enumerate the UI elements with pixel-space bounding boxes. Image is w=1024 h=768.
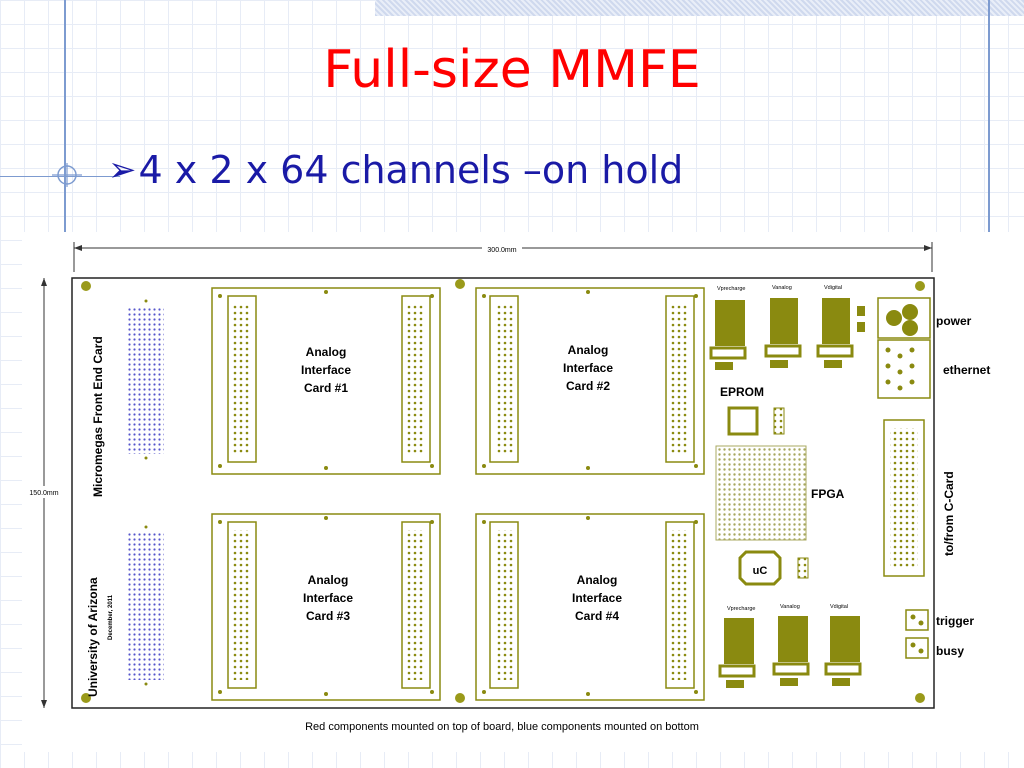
- card-4-line-3: Card #4: [575, 609, 619, 623]
- bullet-text: 4 x 2 x 64 channels –on hold: [138, 148, 684, 192]
- analog-interface-card-2: Analog Interface Card #2: [475, 287, 705, 475]
- height-dimension: 150.0mm: [26, 278, 62, 708]
- reg-bottom-1-label: Vprecharge: [727, 606, 755, 612]
- trigger-connector: trigger: [905, 609, 974, 631]
- card-3-line-3: Card #3: [306, 609, 350, 623]
- decor-vertical-line-right: [988, 0, 990, 232]
- arrow-bullet-icon: ➢: [108, 150, 137, 190]
- height-dimension-label: 150.0mm: [29, 490, 58, 497]
- width-dimension: 300.0mm: [73, 242, 933, 272]
- card-1-line-3: Card #1: [304, 381, 348, 395]
- busy-label: busy: [936, 644, 964, 658]
- analog-interface-card-4: Analog Interface Card #4: [475, 513, 705, 701]
- reg-bottom-3-label: Vdigital: [830, 604, 848, 610]
- reg-top-2-label: Vanalog: [772, 285, 792, 291]
- card-4-line-1: Analog: [577, 573, 618, 587]
- card-2-line-3: Card #2: [566, 379, 610, 393]
- eprom-label: EPROM: [720, 385, 764, 399]
- card-3-line-1: Analog: [308, 573, 349, 587]
- power-connector: power: [877, 297, 972, 339]
- top-decorative-band: [375, 0, 1024, 16]
- card-3-line-2: Interface: [303, 591, 353, 605]
- width-dimension-label: 300.0mm: [487, 247, 516, 254]
- busy-connector: busy: [905, 637, 964, 659]
- fpga-label: FPGA: [811, 487, 845, 501]
- mounting-holes: [81, 279, 925, 703]
- pcb-layout-svg: 300.0mm 150.0mm Micromegas Front End Car…: [26, 242, 990, 733]
- board-label-2: University of Arizona: [86, 577, 100, 697]
- board-date: December, 2011: [108, 594, 114, 640]
- diagram-caption: Red components mounted on top of board, …: [305, 721, 699, 733]
- uc-label: uC: [753, 565, 768, 577]
- reg-top-3-label: Vdigital: [824, 285, 842, 291]
- decor-vertical-line-left: [64, 0, 66, 232]
- card-1-line-1: Analog: [306, 345, 347, 359]
- microcontroller-chip: uC: [738, 550, 809, 586]
- decor-horizontal-line: [0, 176, 120, 177]
- bottom-regulators: Vprecharge Vanalog Vdigital: [718, 604, 862, 688]
- eprom-chip: EPROM: [720, 385, 785, 436]
- card-4-line-2: Interface: [572, 591, 622, 605]
- card-2-line-1: Analog: [568, 343, 609, 357]
- pcb-diagram: 300.0mm 150.0mm Micromegas Front End Car…: [22, 232, 1024, 752]
- ccard-label: to/from C-Card: [942, 471, 956, 556]
- analog-interface-card-3: Analog Interface Card #3: [211, 513, 441, 701]
- fpga-chip: FPGA: [715, 445, 845, 541]
- bottom-pin-array-top: [128, 306, 164, 454]
- card-2-line-2: Interface: [563, 361, 613, 375]
- analog-interface-card-1: Analog Interface Card #1: [211, 287, 441, 475]
- top-regulators: Vprecharge Vanalog Vdigital: [709, 285, 865, 370]
- trigger-label: trigger: [936, 614, 974, 628]
- crosshair-icon: [52, 163, 82, 187]
- ethernet-label: ethernet: [943, 363, 990, 377]
- power-label: power: [936, 314, 972, 328]
- reg-top-1-label: Vprecharge: [717, 286, 745, 292]
- card-1-line-2: Interface: [301, 363, 351, 377]
- ccard-connector: to/from C-Card: [883, 419, 956, 577]
- bullet-item: ➢ 4 x 2 x 64 channels –on hold: [108, 148, 683, 192]
- bottom-pin-array-bottom: [128, 532, 164, 680]
- ethernet-connector: ethernet: [877, 339, 990, 399]
- slide-title: Full-size MMFE: [323, 40, 701, 100]
- board-label-1: Micromegas Front End Card: [91, 336, 105, 497]
- reg-bottom-2-label: Vanalog: [780, 604, 800, 610]
